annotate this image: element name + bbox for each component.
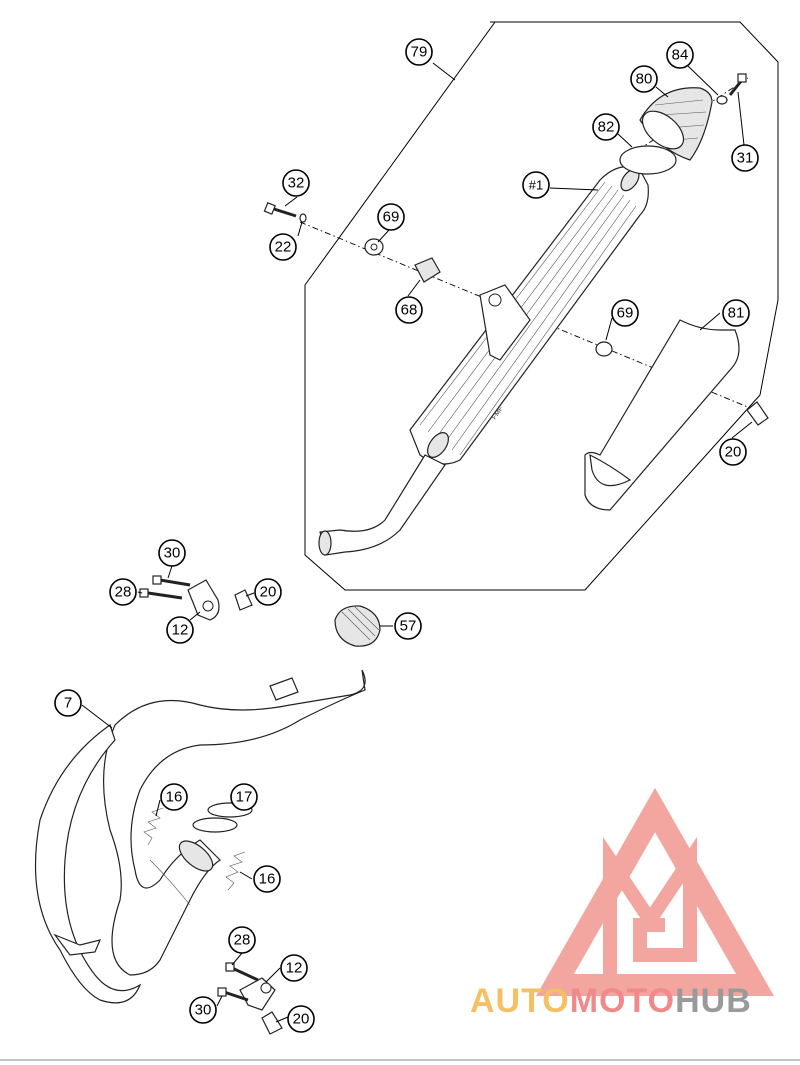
watermark-hub: HUB <box>675 982 752 1020</box>
svg-text:81: 81 <box>728 305 745 322</box>
callout-12-lower: 12 <box>280 954 308 982</box>
svg-text:28: 28 <box>234 932 251 949</box>
silencer-group-frame <box>304 21 779 591</box>
callout-57: 57 <box>394 612 422 640</box>
callout-28-upper: 28 <box>109 578 137 606</box>
bracket-assembly-lower <box>217 962 283 1035</box>
o-ring-17-b <box>192 817 238 833</box>
svg-text:28: 28 <box>115 584 132 601</box>
svg-text:30: 30 <box>195 1002 212 1019</box>
svg-text:16: 16 <box>259 871 276 888</box>
callout-1: #1 <box>522 171 550 199</box>
svg-text:57: 57 <box>400 618 417 635</box>
svg-text:30: 30 <box>164 545 181 562</box>
callout-16-lower: 16 <box>253 865 281 893</box>
callout-20-upper-bracket: 20 <box>254 578 282 606</box>
heat-shield <box>584 319 740 511</box>
spring-16-lower <box>225 851 246 891</box>
exhaust-pipe <box>34 669 366 1004</box>
svg-text:82: 82 <box>598 119 615 136</box>
svg-text:12: 12 <box>172 622 189 639</box>
washer-69-bottom <box>595 341 613 357</box>
callout-69-lower: 69 <box>611 299 639 327</box>
svg-text:22: 22 <box>275 239 292 256</box>
svg-text:20: 20 <box>725 444 742 461</box>
svg-text:20: 20 <box>293 1011 310 1028</box>
svg-text:31: 31 <box>737 150 754 167</box>
screw-32 <box>263 202 297 218</box>
watermark-logo <box>536 787 774 996</box>
endcap-gasket <box>619 145 677 175</box>
endcap-washer <box>716 95 728 105</box>
callout-30-lower: 30 <box>189 996 217 1024</box>
svg-text:32: 32 <box>288 175 305 192</box>
svg-text:12: 12 <box>286 960 303 977</box>
watermark-mg-glyph <box>603 836 697 985</box>
watermark-text: AUTOMOTOHUB <box>470 982 752 1020</box>
bracket-assembly-upper <box>139 575 253 621</box>
callout-82: 82 <box>592 113 620 141</box>
spring-16-upper <box>143 807 164 846</box>
callout-69-upper: 69 <box>377 203 405 231</box>
rubber-bushing-68 <box>414 257 441 283</box>
svg-text:69: 69 <box>617 305 634 322</box>
svg-text:16: 16 <box>166 789 183 806</box>
svg-text:80: 80 <box>636 71 653 88</box>
callout-12-upper: 12 <box>166 616 194 644</box>
callout-84: 84 <box>666 41 694 69</box>
rubber-sleeve-57 <box>334 605 381 647</box>
callout-81: 81 <box>722 299 750 327</box>
callout-28-lower: 28 <box>228 926 256 954</box>
callout-80: 80 <box>630 65 658 93</box>
silencer-body: FMF <box>318 166 649 556</box>
endcap <box>639 87 713 161</box>
endcap-screw <box>728 73 747 96</box>
callout-16-upper: 16 <box>160 783 188 811</box>
svg-text:68: 68 <box>401 302 418 319</box>
callout-7: 7 <box>54 689 82 717</box>
svg-text:17: 17 <box>236 789 253 806</box>
svg-text:69: 69 <box>383 209 400 226</box>
callout-20-lower-bracket: 20 <box>287 1005 315 1033</box>
watermark-auto: AUTO <box>470 982 570 1020</box>
leader-lines <box>81 62 753 1023</box>
washer-22 <box>299 213 307 223</box>
endcap-axis <box>637 77 749 151</box>
svg-text:84: 84 <box>672 47 689 64</box>
callout-17: 17 <box>230 783 258 811</box>
svg-text:20: 20 <box>260 584 277 601</box>
svg-text:#1: #1 <box>529 178 543 193</box>
nut-20-top <box>746 401 769 426</box>
callout-32: 32 <box>282 169 310 197</box>
svg-text:79: 79 <box>411 44 428 61</box>
callout-68: 68 <box>395 296 423 324</box>
watermark-moto: MOTO <box>570 982 675 1020</box>
callout-79: 79 <box>405 38 433 66</box>
callout-20-silencer: 20 <box>719 438 747 466</box>
svg-text:7: 7 <box>64 695 72 712</box>
callout-22: 22 <box>269 233 297 261</box>
washer-69-top-hole <box>370 243 378 251</box>
callout-30-upper: 30 <box>158 539 186 567</box>
callout-31: 31 <box>731 144 759 172</box>
